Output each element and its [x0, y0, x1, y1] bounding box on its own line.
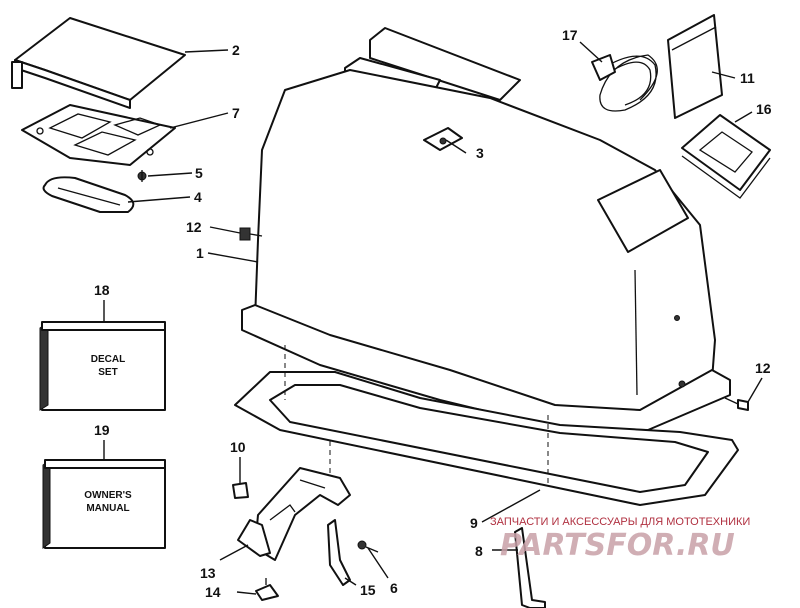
watermark-logo: PARTSFOR.RU	[500, 528, 735, 563]
callout-8: 8	[475, 543, 483, 559]
manual-line2: MANUAL	[86, 503, 129, 514]
callout-4: 4	[194, 189, 202, 205]
rivet-part	[255, 578, 279, 601]
grommet-part	[681, 114, 771, 199]
callout-19: 19	[94, 422, 110, 438]
callout-17: 17	[562, 27, 578, 43]
callout-14: 14	[205, 584, 221, 600]
callout-10: 10	[230, 439, 246, 455]
strap-part	[327, 519, 351, 586]
callout-18: 18	[94, 282, 110, 298]
bottom-seal-part	[234, 371, 739, 506]
bag-part	[667, 14, 723, 119]
screw-6-part	[357, 540, 379, 553]
callout-3: 3	[476, 145, 484, 161]
bracket-part	[237, 467, 351, 561]
decal-line1: DECAL	[91, 354, 125, 365]
callout-6: 6	[390, 580, 398, 596]
callout-11: 11	[740, 70, 755, 86]
callout-numbers: 2 7 5 4 12 1 3 17 11 16 12 18 19 10 13 1…	[94, 27, 772, 600]
latch-part	[423, 127, 463, 151]
screw-right-part	[724, 397, 749, 411]
seal-part	[42, 176, 135, 213]
watermark-caption: ЗАПЧАСТИ И АКСЕССУАРЫ ДЛЯ МОТОТЕХНИКИ	[490, 516, 750, 528]
owners-manual-box: OWNER'S MANUAL	[42, 459, 166, 549]
long-strap-part	[514, 527, 546, 608]
screw-part	[137, 170, 147, 182]
callout-9: 9	[470, 515, 478, 531]
top-cover-part	[11, 17, 186, 109]
leader-lines	[103, 41, 763, 595]
callout-12-right: 12	[755, 360, 771, 376]
screw-left-part	[239, 227, 263, 241]
callout-12-left: 12	[186, 219, 202, 235]
decal-set-box: DECAL SET	[39, 321, 166, 411]
callout-5: 5	[195, 165, 203, 181]
watermark: ЗАПЧАСТИ И АКСЕССУАРЫ ДЛЯ МОТОТЕХНИКИ PA…	[490, 516, 750, 563]
callout-1: 1	[196, 245, 204, 261]
wire-harness-part	[591, 54, 658, 112]
callout-13: 13	[200, 565, 216, 581]
callout-7: 7	[232, 105, 240, 121]
callout-15: 15	[360, 582, 376, 598]
manual-line1: OWNER'S	[84, 490, 132, 501]
gasket-part	[21, 104, 176, 166]
callout-16: 16	[756, 101, 772, 117]
clip-part	[232, 482, 249, 499]
cowl-part	[241, 27, 731, 431]
callout-2: 2	[232, 42, 240, 58]
decal-line2: SET	[98, 367, 117, 378]
